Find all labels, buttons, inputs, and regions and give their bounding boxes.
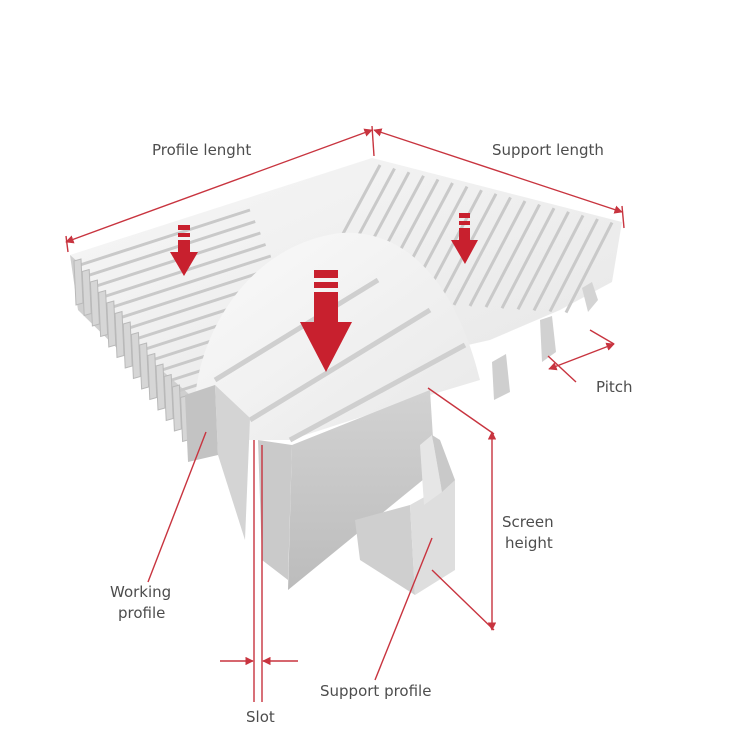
profile-end: [139, 342, 150, 390]
support-bar: [540, 316, 556, 362]
groove: [288, 342, 467, 443]
support-length-dimension: [373, 128, 623, 214]
screen-height-tick-top: [427, 387, 495, 435]
working-profile-wedge: [185, 385, 218, 462]
profile-end: [81, 268, 92, 317]
support-block-front: [355, 505, 415, 595]
working-profile-wedge: [258, 440, 292, 580]
support-length-label: Support length: [492, 141, 604, 159]
profile-ridge: [484, 203, 541, 308]
labels: Profile lenght Support length Pitch Scre…: [110, 141, 633, 726]
profile-length-dimension: [65, 128, 373, 244]
profile-end: [89, 279, 100, 327]
dimension-lines: [65, 125, 625, 702]
pitch-dimension: [548, 342, 615, 371]
pitch-tick: [589, 329, 615, 345]
groove: [213, 277, 380, 383]
profile-end: [98, 289, 109, 338]
load-arrow-icon: [451, 213, 478, 264]
profile-ridge: [516, 211, 570, 310]
profile-ridge: [548, 218, 599, 313]
profile-ridge: [500, 207, 556, 309]
profile-end: [163, 373, 174, 422]
slot-label: Slot: [246, 708, 275, 726]
profile-ridge: [112, 254, 272, 309]
support-block-tooth-shade: [432, 435, 455, 492]
profile-end: [147, 352, 158, 401]
profile-length-label: Profile lenght: [152, 141, 251, 159]
profile-ridge: [452, 196, 512, 306]
support-length-tick-right: [621, 205, 625, 229]
load-arrow-icon: [300, 270, 352, 372]
groove: [248, 307, 432, 423]
screen-height-label-line2: height: [505, 534, 553, 552]
support-bar: [582, 282, 598, 312]
working-profile-label-line1: Working: [110, 583, 171, 601]
working-profile-wedge: [288, 390, 435, 590]
working-profile-label-line2: profile: [118, 604, 165, 622]
profile-end: [73, 258, 84, 306]
support-bars-right: [492, 282, 598, 400]
profile-length-tick-left: [65, 235, 69, 253]
load-arrows: [170, 213, 478, 372]
profile-ridge: [532, 214, 585, 312]
support-profile-label: Support profile: [320, 682, 431, 700]
profile-ridge: [564, 221, 614, 314]
pitch-tick: [547, 355, 577, 383]
support-block-tooth: [420, 435, 442, 505]
screen-height-tick-bottom: [431, 569, 495, 631]
profile-end: [114, 310, 125, 359]
profile-ridge: [120, 266, 277, 319]
support-bar: [492, 354, 510, 400]
support-profile-leader: [374, 537, 433, 681]
profile-end: [122, 321, 133, 369]
working-profile-wedge: [215, 385, 250, 540]
support-length-tick: [371, 125, 375, 157]
magnified-grooves: [213, 277, 467, 443]
support-profile-block: [355, 435, 455, 595]
pitch-label: Pitch: [596, 378, 633, 396]
profile-end: [155, 363, 166, 411]
profile-end: [130, 331, 141, 380]
profile-end: [171, 384, 182, 432]
profile-ridge: [468, 200, 527, 307]
profile-end: [106, 300, 117, 348]
screen-height-label-line1: Screen: [502, 513, 554, 531]
working-profile-leader: [147, 431, 207, 583]
